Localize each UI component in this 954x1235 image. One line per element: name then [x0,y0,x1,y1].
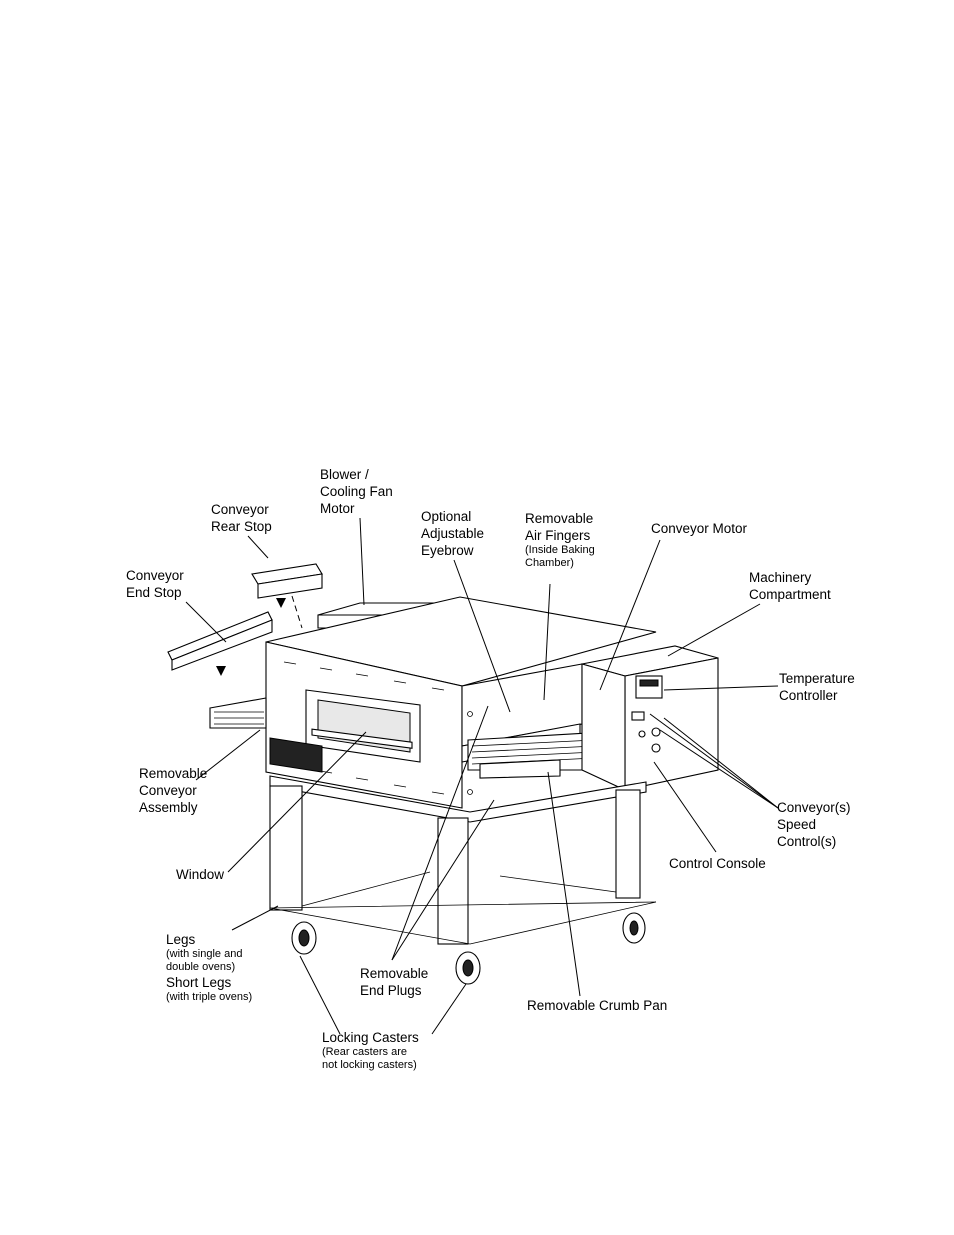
label-legs: Legs (with single and double ovens) Shor… [166,932,253,1003]
label-end-plugs: Removable End Plugs [360,966,429,998]
casters [291,912,646,985]
oven-body [265,596,657,809]
label-blower: Blower / Cooling Fan Motor [320,467,393,516]
label-air-fingers: Removable Air Fingers (Inside Baking Cha… [525,511,595,569]
label-conveyor-motor: Conveyor Motor [651,521,748,536]
leader-lines [185,517,779,1035]
label-end-stop: Conveyor End Stop [126,568,184,600]
label-conveyor-assembly: Removable Conveyor Assembly [139,766,208,815]
stand [269,775,657,945]
label-casters: Locking Casters (Rear casters are not lo… [322,1030,419,1071]
label-rear-stop: Conveyor Rear Stop [211,502,272,534]
label-machinery: Machinery Compartment [749,570,831,602]
machinery-compartment [581,645,719,791]
label-temperature: Temperature Controller [779,671,855,703]
label-window: Window [176,867,225,882]
end-stop-part [167,611,273,676]
label-speed-control: Conveyor(s) Speed Control(s) [777,800,851,849]
label-control-console: Control Console [669,856,766,871]
label-eyebrow: Optional Adjustable Eyebrow [421,509,485,558]
rear-stop-part [251,563,323,629]
label-crumb-pan: Removable Crumb Pan [527,998,668,1013]
